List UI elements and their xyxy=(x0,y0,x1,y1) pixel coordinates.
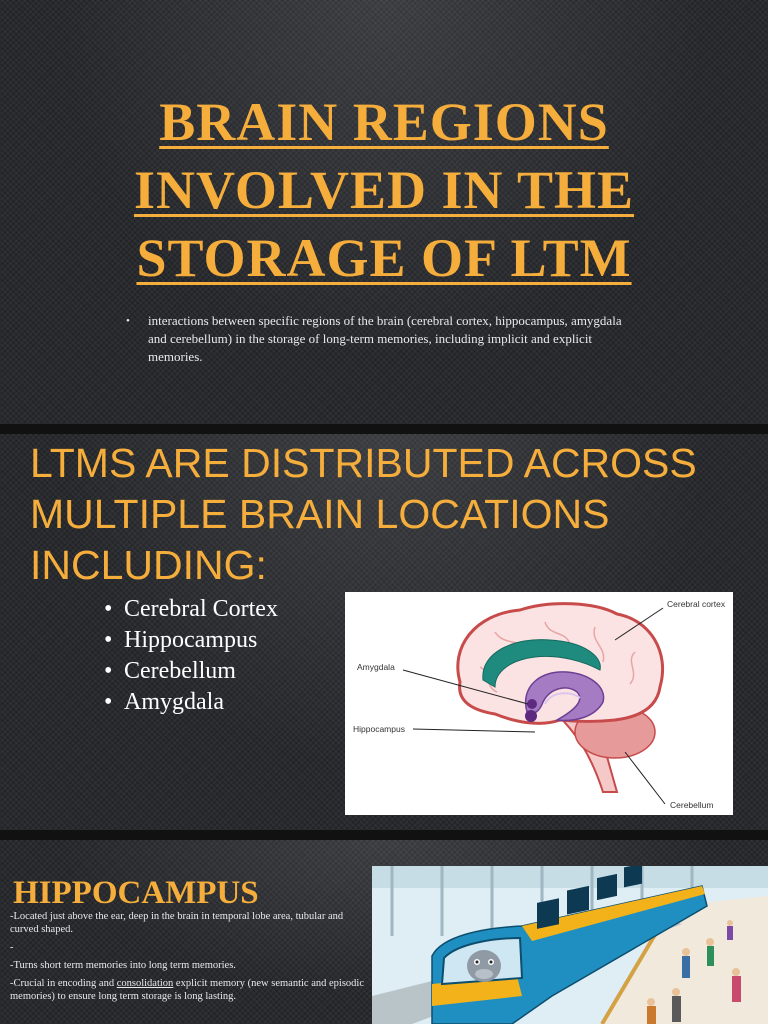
title-line-1: BRAIN REGIONS xyxy=(159,92,609,152)
label-cerebral-cortex: Cerebral cortex xyxy=(667,599,726,609)
hippocampus-shape xyxy=(524,671,605,722)
cerebral-cortex-shape xyxy=(456,602,665,725)
title-line-3: STORAGE OF LTM xyxy=(136,228,632,288)
location-item: • Cerebral Cortex xyxy=(104,594,278,625)
location-item: • Amygdala xyxy=(104,687,278,718)
hippocampus-heading: HIPPOCAMPUS xyxy=(13,875,259,911)
bullet-marker: • xyxy=(104,596,113,622)
slide-locations: LTMS ARE DISTRIBUTED ACROSS MULTIPLE BRA… xyxy=(0,434,768,830)
intro-bullet: • interactions between specific regions … xyxy=(126,312,636,366)
bullet-marker: • xyxy=(104,658,113,684)
title-line-2: INVOLVED IN THE xyxy=(133,160,635,220)
bullet-marker: • xyxy=(126,315,130,327)
line-4-pre: -Crucial in encoding and xyxy=(10,978,117,989)
consolidation-term: consolidation xyxy=(116,978,174,989)
location-list: • Cerebral Cortex • Hippocampus • Cerebellu… xyxy=(104,594,278,718)
hippocampus-text: -Located just above the ear, deep in the… xyxy=(10,910,365,1008)
slide-title: BRAIN REGIONS INVOLVED IN THE STORAGE OF… xyxy=(0,0,768,424)
locations-heading-line-1: LTMS ARE DISTRIBUTED ACROSS xyxy=(30,440,697,486)
bullet-marker: • xyxy=(104,689,113,715)
locations-heading-line-3: INCLUDING: xyxy=(30,542,267,588)
location-item-label: Cerebellum xyxy=(124,658,236,684)
location-item-label: Cerebral Cortex xyxy=(124,596,278,622)
label-hippocampus: Hippocampus xyxy=(353,724,405,734)
hippocampus-line-2: - xyxy=(10,942,14,953)
locations-heading-line-2: MULTIPLE BRAIN LOCATIONS xyxy=(30,491,610,537)
location-item-label: Amygdala xyxy=(124,689,224,715)
amygdala-shape xyxy=(527,699,537,709)
line-4-post: explicit memory (new semantic and episod… xyxy=(10,978,364,1002)
hippocampus-line-1: -Located just above the ear, deep in the… xyxy=(10,911,344,935)
slide-title-heading: BRAIN REGIONS INVOLVED IN THE STORAGE OF… xyxy=(60,88,708,292)
bullet-marker: • xyxy=(104,627,113,653)
label-cerebellum: Cerebellum xyxy=(670,800,713,810)
train-station-illustration xyxy=(372,863,768,1024)
hippocampus-line-4: -Crucial in encoding and consolidation e… xyxy=(10,977,365,1003)
brain-diagram-svg: Cerebral cortex Amygdala Hippocampus Cer… xyxy=(353,599,726,810)
location-item-label: Hippocampus xyxy=(124,627,258,653)
brain-diagram: Cerebral cortex Amygdala Hippocampus Cer… xyxy=(345,592,733,815)
location-item: • Hippocampus xyxy=(104,625,278,656)
location-item: • Cerebellum xyxy=(104,656,278,687)
slide-hippocampus: HIPPOCAMPUS -Located just above the ear,… xyxy=(0,840,768,1024)
intro-bullet-text: interactions between specific regions of… xyxy=(148,313,622,364)
ventricle-shape xyxy=(482,639,601,688)
locations-heading: LTMS ARE DISTRIBUTED ACROSS MULTIPLE BRA… xyxy=(30,438,750,591)
label-amygdala: Amygdala xyxy=(357,662,395,672)
hippocampus-line-3: -Turns short term memories into long ter… xyxy=(10,960,236,971)
